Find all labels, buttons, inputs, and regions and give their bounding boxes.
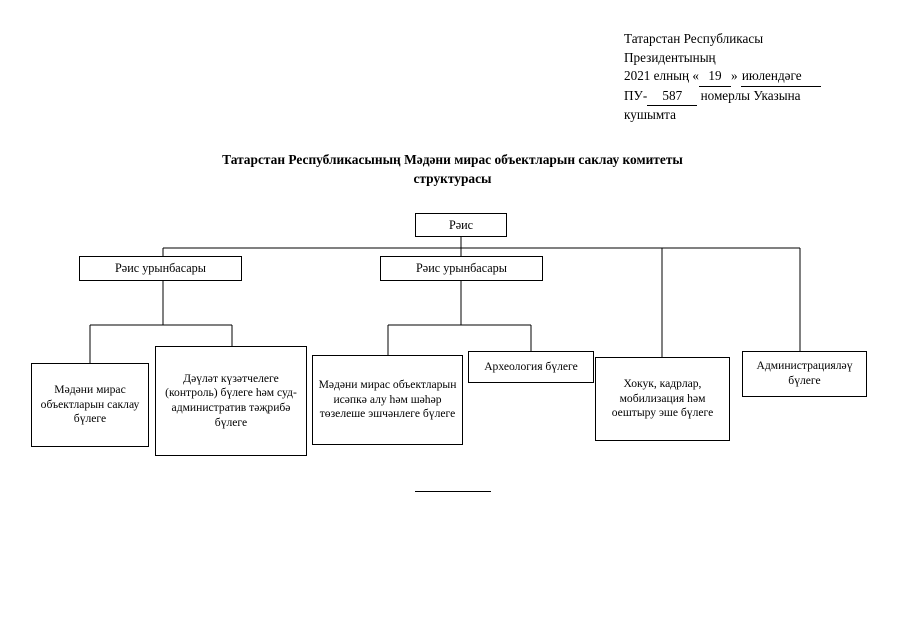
org-node-department-3[interactable]: Мәдәни мирас объектларын исәпкә алу һәм … <box>312 355 463 445</box>
header-line-date: 2021 елның «19» июлендәге <box>624 67 889 87</box>
header-decree-number-blank: 587 <box>647 87 698 107</box>
header-month-blank: июлендәге <box>740 67 821 87</box>
header-date-mid: » <box>730 68 738 84</box>
footer-divider-rule <box>415 491 491 492</box>
org-node-chairman-label: Рәис <box>448 217 474 232</box>
header-line-president: Президентының <box>624 49 716 65</box>
org-node-department-6[interactable]: Администрацияләү бүлеге <box>742 351 867 397</box>
header-number-suffix: номерлы Указына <box>700 87 801 103</box>
header-number-prefix: ПУ- <box>624 87 648 103</box>
org-node-department-4-label: Археология бүлеге <box>484 359 578 373</box>
page-title-line-1: Татарстан Республикасының Мәдәни мирас о… <box>222 152 683 167</box>
org-node-deputy-2-label: Рәис урынбасары <box>416 261 507 276</box>
org-node-department-6-label: Администрацияләү бүлеге <box>756 359 853 387</box>
org-node-department-2-label: Дәүләт күзәтчелеге (контроль) бүлеге һәм… <box>165 371 297 429</box>
header-day-blank: 19 <box>698 67 731 87</box>
org-node-department-5-label: Хокук, кадрлар, мобилизация һәм оештыру … <box>611 377 714 420</box>
decree-reference-header: Татарстан Республикасы Президентының 202… <box>624 30 889 125</box>
page-title: Татарстан Республикасының Мәдәни мирас о… <box>120 150 785 188</box>
header-line-republic: Татарстан Республикасы <box>624 31 764 46</box>
org-node-department-4[interactable]: Археология бүлеге <box>468 351 594 383</box>
org-node-deputy-2[interactable]: Рәис урынбасары <box>380 256 543 281</box>
header-line-attachment: кушымта <box>624 107 676 123</box>
org-node-deputy-1-label: Рәис урынбасары <box>115 261 206 276</box>
header-line-number: ПУ-587 номерлы Указына <box>624 87 889 107</box>
org-node-department-2[interactable]: Дәүләт күзәтчелеге (контроль) бүлеге һәм… <box>155 346 307 456</box>
org-node-department-1[interactable]: Мәдәни мирас объектларын саклау бүлеге <box>31 363 149 447</box>
org-node-department-3-label: Мәдәни мирас объектларын исәпкә алу һәм … <box>318 378 457 421</box>
page-title-line-2: структурасы <box>413 171 492 186</box>
org-node-department-1-label: Мәдәни мирас объектларын саклау бүлеге <box>40 383 140 426</box>
org-node-deputy-1[interactable]: Рәис урынбасары <box>79 256 242 281</box>
org-node-department-5[interactable]: Хокук, кадрлар, мобилизация һәм оештыру … <box>595 357 730 441</box>
header-date-prefix: 2021 елның « <box>624 68 699 84</box>
org-node-chairman[interactable]: Рәис <box>415 213 507 237</box>
